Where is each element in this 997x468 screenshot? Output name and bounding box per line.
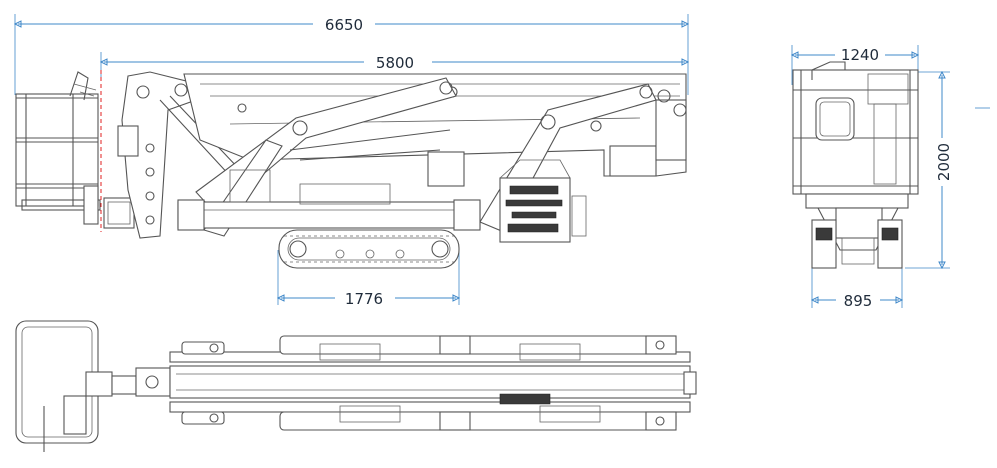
dimension-track-width: 895 [810, 265, 904, 310]
dimension-stowed-height: 2000 [905, 70, 990, 270]
dimension-label-overall-length: 6650 [325, 16, 363, 34]
side-view [15, 70, 687, 269]
chassis-side [177, 169, 481, 231]
dimension-label-track-width: 895 [844, 292, 873, 310]
dimension-front-width: 1240 [790, 45, 920, 85]
dimension-label-boom-length: 5800 [376, 54, 414, 72]
track-side [278, 229, 460, 269]
dimension-overall-length: 6650 [13, 14, 690, 95]
jib-side [117, 71, 241, 239]
dimension-label-track-length: 1776 [345, 290, 383, 308]
basket-side [15, 70, 135, 232]
engine-side [499, 159, 587, 243]
front-view [792, 61, 919, 269]
dimension-boom-length: 5800 [99, 52, 690, 80]
dimension-track-length: 1776 [276, 250, 461, 308]
dimension-label-front-width: 1240 [841, 46, 879, 64]
dimension-label-stowed-height: 2000 [935, 143, 953, 181]
top-view [15, 320, 697, 452]
